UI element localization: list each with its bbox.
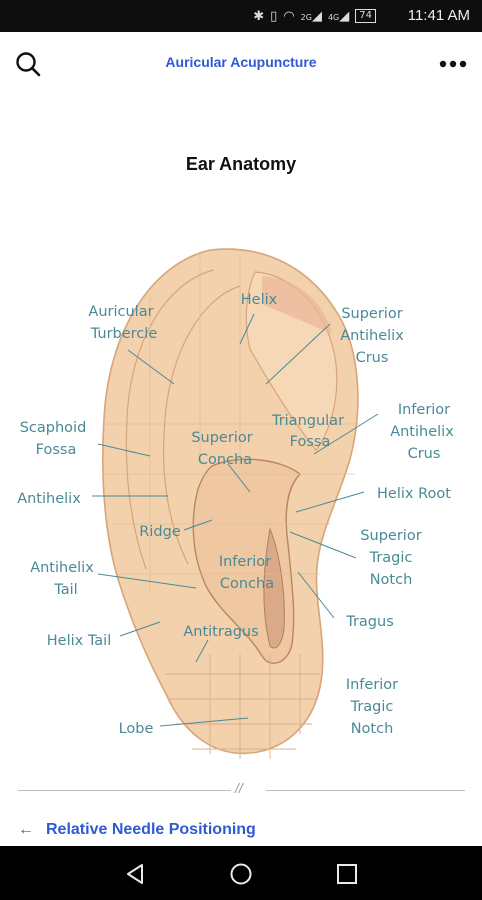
bluetooth-icon: ✱: [253, 8, 265, 24]
arrow-left-icon: ←: [18, 821, 34, 838]
content-area: Ear Anatomy: [0, 94, 482, 846]
ear-zone-lines: [104, 254, 360, 594]
superior-crus-highlight: [262, 276, 332, 334]
label-antihelix-tail-line1: Antihelix: [30, 560, 94, 576]
label-auricular-turbercle-line1: Auricular: [88, 304, 153, 320]
app-bar: Auricular Acupuncture: [0, 32, 482, 94]
label-inferior-antihelix-crus-line3: Crus: [408, 446, 441, 462]
label-superior-antihelix-crus-line2: Antihelix: [340, 328, 404, 344]
battery-icon: 74: [355, 9, 376, 23]
previous-page-link[interactable]: ← Relative Needle Positioning: [18, 818, 256, 842]
label-helix-tail: Helix Tail: [47, 633, 111, 649]
label-inferior-tragic-notch-line1: Inferior: [346, 677, 398, 693]
lobe-grid: [165, 654, 320, 759]
label-triangular-fossa-line2: Fossa: [290, 434, 331, 450]
label-antihelix: Antihelix: [17, 491, 81, 507]
signal-icon: 4G◢: [327, 8, 350, 24]
leader-lines: [92, 313, 379, 727]
battery-level: 74: [359, 10, 372, 21]
divider-left: [18, 790, 231, 791]
signal-icon: 2G◢: [300, 8, 322, 24]
label-superior-tragic-notch-line2: Tragic: [369, 550, 413, 566]
label-superior-antihelix-crus-line1: Superior: [341, 306, 402, 322]
more-icon[interactable]: [438, 54, 468, 74]
ear-drawing: [101, 248, 360, 759]
vibrate-icon: ▯: [270, 8, 278, 24]
label-ridge: Ridge: [139, 524, 181, 540]
label-lobe: Lobe: [119, 721, 154, 737]
home-icon[interactable]: [228, 861, 254, 887]
previous-page-label: Relative Needle Positioning: [46, 821, 256, 838]
label-antihelix-tail-line2: Tail: [53, 582, 77, 598]
ear-labels: Helix Auricular Turbercle Superior Antih…: [17, 292, 454, 737]
label-tragus: Tragus: [345, 614, 394, 630]
wifi-icon: ◠: [283, 8, 295, 24]
label-inferior-tragic-notch-line2: Tragic: [350, 699, 394, 715]
label-superior-tragic-notch-line3: Notch: [370, 572, 413, 588]
label-helix: Helix: [241, 292, 278, 308]
system-nav-bar: [0, 846, 482, 900]
divider-right: [266, 790, 465, 791]
label-inferior-antihelix-crus-line2: Antihelix: [390, 424, 454, 440]
ear-rim: [125, 269, 215, 570]
label-triangular-fossa-line1: Triangular: [271, 413, 344, 429]
antihelix-shape: [163, 285, 241, 565]
status-icons: ✱ ▯ ◠ 2G◢ 4G◢ 74: [253, 0, 376, 32]
label-inferior-concha-line2: Concha: [220, 576, 274, 592]
label-antitragus: Antitragus: [183, 624, 258, 640]
label-superior-antihelix-crus-line3: Crus: [356, 350, 389, 366]
label-helix-root: Helix Root: [377, 486, 451, 502]
search-icon[interactable]: [14, 50, 42, 78]
label-inferior-tragic-notch-line3: Notch: [351, 721, 394, 737]
recents-icon[interactable]: [334, 861, 360, 887]
label-auricular-turbercle-line2: Turbercle: [90, 326, 158, 342]
label-superior-tragic-notch-line1: Superior: [360, 528, 421, 544]
divider-mark: //: [235, 780, 243, 796]
label-inferior-concha-line1: Inferior: [219, 554, 271, 570]
label-superior-concha-line1: Superior: [191, 430, 252, 446]
status-bar: ✱ ▯ ◠ 2G◢ 4G◢ 74 11:41 AM: [0, 0, 482, 32]
back-icon[interactable]: [122, 861, 148, 887]
app-title: Auricular Acupuncture: [165, 54, 317, 70]
label-superior-concha-line2: Concha: [198, 452, 252, 468]
status-time: 11:41 AM: [407, 7, 470, 24]
label-scaphoid-fossa-line2: Fossa: [36, 442, 77, 458]
label-inferior-antihelix-crus-line1: Inferior: [398, 402, 450, 418]
ear-anatomy-illustration: Helix Auricular Turbercle Superior Antih…: [17, 248, 454, 759]
figure-title: Ear Anatomy: [185, 154, 297, 174]
inner-concha-shadow: [263, 527, 285, 649]
label-scaphoid-fossa-line1: Scaphoid: [20, 420, 87, 436]
